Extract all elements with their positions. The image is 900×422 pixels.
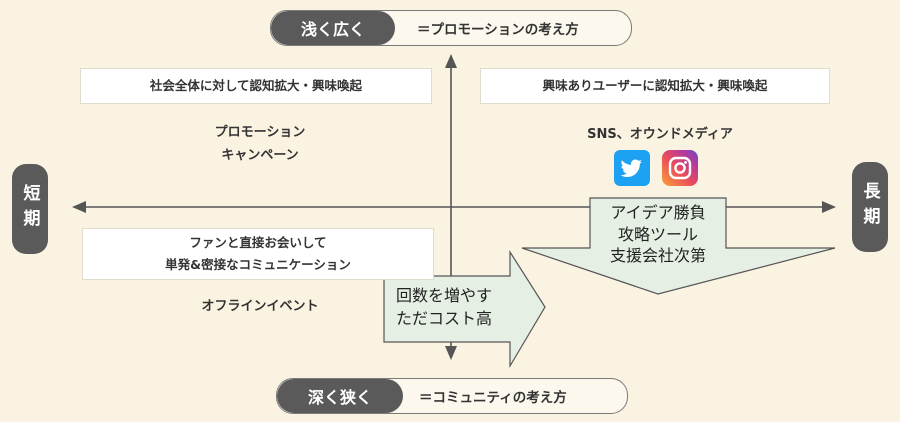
top-left-label-line1: プロモーション <box>214 125 306 140</box>
down-arrow-shape <box>521 197 836 295</box>
top-left-label: プロモーション キャンペーン <box>180 122 340 168</box>
right-arrow-shape <box>383 249 546 369</box>
down-arrow-text: アイデア勝負 攻略ツール 支援会社次第 <box>598 202 718 267</box>
top-right-label: SNS、オウンドメディア <box>587 127 733 142</box>
bottom-left-box-line2: 単発&密接なコミュニケーション <box>165 257 351 272</box>
down-arrow-line2: 攻略ツール <box>617 224 698 244</box>
top-left-label-line2: キャンペーン <box>221 147 299 163</box>
top-right-box: 興味ありユーザーに認知拡大・興味喚起 <box>480 68 830 104</box>
short-term-label: 短期 <box>12 164 48 254</box>
bottom-left-box: ファンと直接お会いして 単発&密接なコミュニケーション <box>82 228 434 280</box>
bottom-pill-label: 深く狭く <box>277 379 403 413</box>
top-pill: 浅く広く ＝プロモーションの考え方 <box>270 10 632 46</box>
instagram-icon <box>662 150 698 186</box>
top-pill-label: 浅く広く <box>271 11 395 45</box>
down-arrow-line3: 支援会社次第 <box>609 246 706 266</box>
down-arrow-line1: アイデア勝負 <box>610 203 706 222</box>
top-left-box: 社会全体に対して認知拡大・興味喚起 <box>80 68 432 104</box>
right-arrow-line1: 回数を増やす <box>396 286 493 305</box>
bottom-pill: 深く狭く ＝コミュニティの考え方 <box>276 378 628 414</box>
right-arrow-text: 回数を増やす ただコスト高 <box>396 284 492 330</box>
twitter-icon <box>614 150 650 186</box>
right-arrow-line2: ただコスト高 <box>396 309 493 329</box>
long-term-label: 長期 <box>852 162 888 252</box>
bottom-left-box-line1: ファンと直接お会いして <box>189 234 327 250</box>
top-pill-text: ＝プロモーションの考え方 <box>417 22 579 38</box>
bottom-pill-text: ＝コミュニティの考え方 <box>419 390 567 406</box>
bottom-left-label: オフラインイベント <box>201 299 319 314</box>
